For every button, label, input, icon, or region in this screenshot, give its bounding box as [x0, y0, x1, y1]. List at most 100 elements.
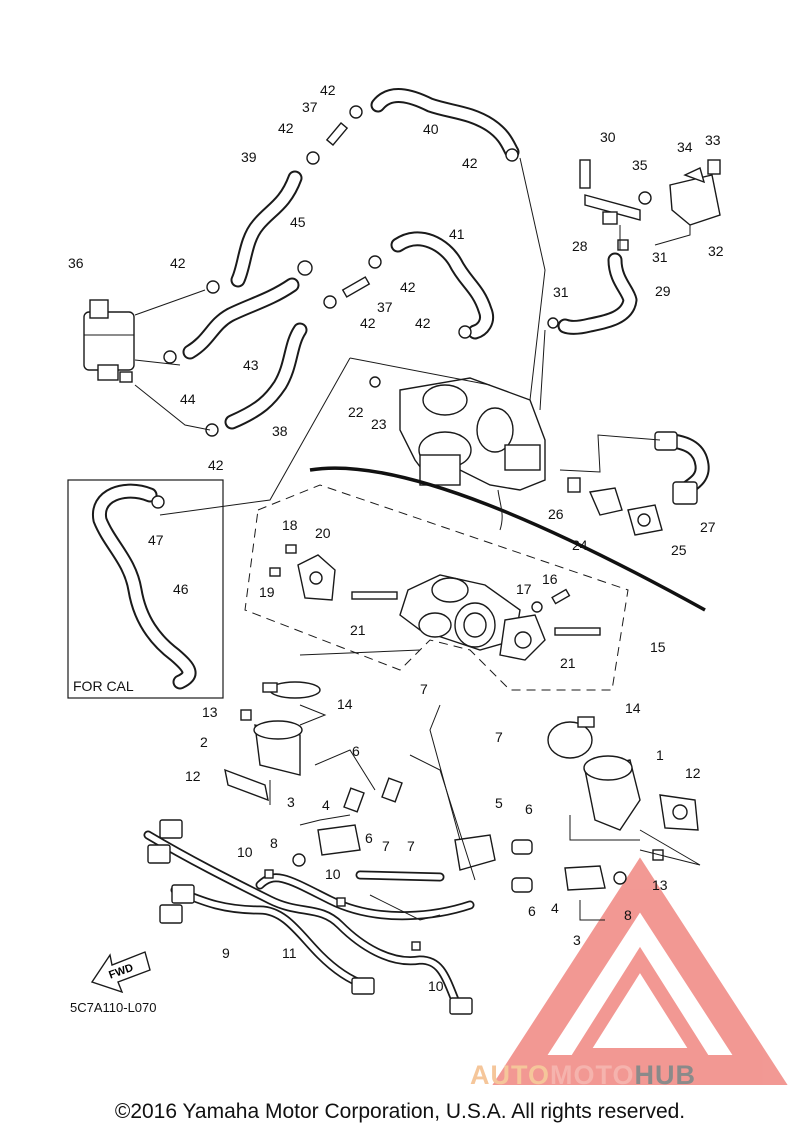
callout-32: 32 [708, 243, 724, 259]
callout-24: 24 [572, 537, 588, 553]
sensor-group-24-26 [567, 431, 698, 536]
callout-42e: 42 [400, 279, 416, 295]
callout-25: 25 [671, 542, 687, 558]
callout-21b: 21 [560, 655, 576, 671]
callout-42g: 42 [415, 315, 431, 331]
joints-37 [325, 122, 371, 298]
callout-30: 30 [600, 129, 616, 145]
hose-46 [92, 483, 197, 690]
callout-8b: 8 [624, 907, 632, 923]
callout-18: 18 [282, 517, 298, 533]
watermark-logo [492, 857, 788, 1085]
callout-10c: 10 [428, 978, 444, 994]
callout-13b: 13 [652, 877, 668, 893]
callout-20: 20 [315, 525, 331, 541]
callout-7a: 7 [420, 681, 428, 697]
callout-28: 28 [572, 238, 588, 254]
callout-34: 34 [677, 139, 693, 155]
detail-outline [244, 484, 629, 691]
callout-6d: 6 [528, 903, 536, 919]
callout-15: 15 [650, 639, 666, 655]
fuel-rail [292, 777, 627, 893]
callout-1: 1 [656, 747, 664, 763]
copyright-notice: ©2016 Yamaha Motor Corporation, U.S.A. A… [114, 1100, 686, 1123]
callout-31a: 31 [652, 249, 668, 265]
detail-arc [309, 466, 706, 612]
callout-12b: 12 [685, 765, 701, 781]
callout-45: 45 [290, 214, 306, 230]
callout-7d: 7 [407, 838, 415, 854]
callout-42d: 42 [170, 255, 186, 271]
callout-27: 27 [700, 519, 716, 535]
callout-13a: 13 [202, 704, 218, 720]
callout-36: 36 [68, 255, 84, 271]
watermark-part3: HUB [634, 1060, 697, 1090]
callout-8a: 8 [270, 835, 278, 851]
callout-31b: 31 [553, 284, 569, 300]
callout-37b: 37 [377, 299, 393, 315]
for-cal-box [67, 479, 224, 699]
callouts: 1 2 3 3 4 4 5 6 6 6 6 7 7 7 7 8 8 9 10 1… [68, 82, 724, 994]
callout-43: 43 [243, 357, 259, 373]
callout-42c: 42 [462, 155, 478, 171]
callout-6a: 6 [352, 743, 360, 759]
callout-16: 16 [542, 571, 558, 587]
callout-47: 47 [148, 532, 164, 548]
solenoid-valve-36 [83, 299, 135, 383]
callout-44: 44 [180, 391, 196, 407]
callout-26: 26 [548, 506, 564, 522]
callout-14a: 14 [337, 696, 353, 712]
hose-41 [390, 231, 495, 340]
callout-38: 38 [272, 423, 288, 439]
callout-10b: 10 [325, 866, 341, 882]
hose-43 [182, 277, 300, 360]
callout-39: 39 [241, 149, 257, 165]
callout-5: 5 [495, 795, 503, 811]
callout-42a: 42 [320, 82, 336, 98]
callout-10a: 10 [237, 844, 253, 860]
callout-22: 22 [348, 404, 364, 420]
callout-4b: 4 [551, 900, 559, 916]
hose-38 [224, 322, 308, 430]
watermark-part2: MOTO [550, 1060, 635, 1090]
callout-3b: 3 [573, 932, 581, 948]
callout-7b: 7 [495, 729, 503, 745]
callout-42b: 42 [278, 120, 294, 136]
callout-14b: 14 [625, 700, 641, 716]
callout-2: 2 [200, 734, 208, 750]
callout-23: 23 [371, 416, 387, 432]
throttle-body-detail [269, 544, 601, 661]
leader-lines [134, 157, 701, 921]
callout-46: 46 [173, 581, 189, 597]
callout-21a: 21 [350, 622, 366, 638]
watermark-text: AUTOMOTOHUB [470, 1060, 696, 1091]
fwd-arrow: FWD [90, 951, 151, 994]
callout-35: 35 [632, 157, 648, 173]
wire-harness [143, 819, 475, 1015]
for-cal-label: FOR CAL [73, 678, 134, 694]
callout-4a: 4 [322, 797, 330, 813]
callout-41: 41 [449, 226, 465, 242]
hose-39 [230, 170, 303, 288]
hose-40 [370, 88, 520, 160]
throttle-body-upper [369, 376, 546, 491]
callout-6c: 6 [525, 801, 533, 817]
watermark-part1: AUTO [470, 1060, 551, 1090]
callout-9: 9 [222, 945, 230, 961]
callout-7c: 7 [382, 838, 390, 854]
callout-42h: 42 [208, 457, 224, 473]
clamps [151, 105, 559, 509]
detail-link [497, 489, 503, 531]
callout-17: 17 [516, 581, 532, 597]
hose-29 [557, 252, 638, 335]
intake-joint-1 [583, 755, 699, 861]
callout-11: 11 [282, 945, 297, 961]
callout-42f: 42 [360, 315, 376, 331]
bracket-28-35 [579, 159, 721, 251]
callout-37a: 37 [302, 99, 318, 115]
callout-29: 29 [655, 283, 671, 299]
callout-3a: 3 [287, 794, 295, 810]
callout-6b: 6 [365, 830, 373, 846]
clamps-14 [262, 681, 595, 759]
